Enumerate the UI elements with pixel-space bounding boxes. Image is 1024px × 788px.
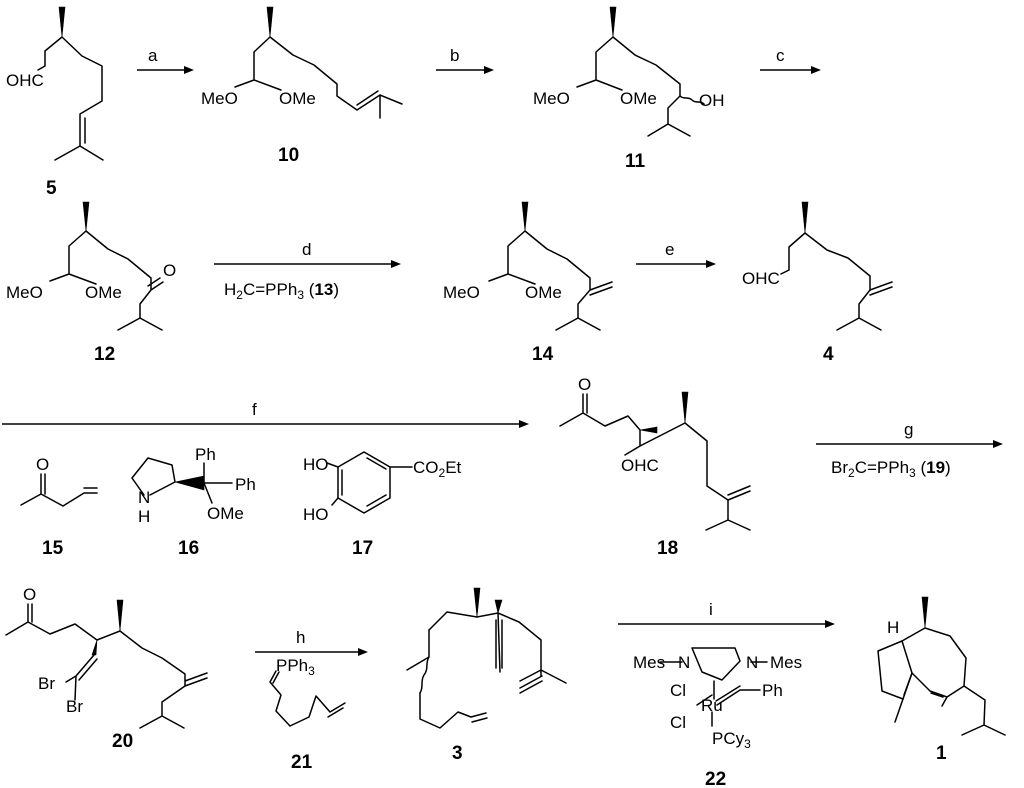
compound-4: OHC 4 <box>742 201 893 365</box>
ester-label: CO2Et <box>413 458 462 480</box>
compound-17: HO HO CO2Et 17 <box>303 451 462 559</box>
compound-number: 15 <box>42 538 64 559</box>
reagent-label: Br2C=PPh3 (19) <box>831 458 951 480</box>
nitrogen-label: N <box>746 653 758 672</box>
compound-number: 12 <box>94 344 115 365</box>
ylide-label: PPh3 <box>276 656 315 678</box>
methoxy-label: OMe <box>85 283 122 302</box>
step-label: g <box>904 420 913 439</box>
compound-number: 22 <box>705 769 726 788</box>
methoxy-label: MeO <box>533 89 570 108</box>
methoxy-label: MeO <box>6 283 43 302</box>
step-label: d <box>302 240 311 259</box>
phenyl-label: Ph <box>762 681 783 700</box>
compound-18: O OHC 18 <box>559 375 751 559</box>
amine-hydrogen-label: H <box>138 507 150 526</box>
step-label: h <box>296 628 305 647</box>
compound-number: 10 <box>278 145 299 166</box>
methoxy-label: MeO <box>201 89 238 108</box>
mesityl-label: Mes <box>770 653 802 672</box>
compound-number: 18 <box>657 538 678 559</box>
reaction-arrow-b: b <box>436 46 494 74</box>
reaction-arrow-e: e <box>636 240 716 268</box>
ketone-oxygen-label: O <box>36 455 49 474</box>
methoxy-label: OMe <box>279 89 316 108</box>
step-label: a <box>148 46 158 65</box>
reaction-arrow-h: h <box>255 628 368 656</box>
compound-21: PPh3 21 <box>269 656 346 773</box>
compound-12: O MeO OMe 12 <box>6 201 176 365</box>
reagent-label: H2C=PPh3 (13) <box>224 280 339 302</box>
reaction-arrow-i: i <box>618 600 835 628</box>
compound-number: 11 <box>625 151 646 172</box>
ketone-oxygen-label: O <box>578 375 591 394</box>
phenyl-label: Ph <box>195 445 216 464</box>
compound-number: 14 <box>532 344 554 365</box>
phosphine-label: PCy3 <box>712 729 751 751</box>
phenyl-label: Ph <box>235 475 256 494</box>
compound-number: 17 <box>352 538 373 559</box>
hydroxyl-label: HO <box>303 455 329 474</box>
methoxy-label: MeO <box>443 283 480 302</box>
compound-number: 21 <box>291 752 313 773</box>
chloride-label: Cl <box>670 681 686 700</box>
step-label: c <box>776 46 785 65</box>
compound-number: 16 <box>178 538 199 559</box>
aldehyde-label: OHC <box>742 269 780 288</box>
mesityl-label: Mes <box>633 653 665 672</box>
ketone-oxygen-label: O <box>163 261 176 280</box>
compound-number: 20 <box>112 731 133 752</box>
compound-number: 3 <box>452 743 463 764</box>
ketone-oxygen-label: O <box>23 585 36 604</box>
compound-number: 5 <box>46 178 57 199</box>
compound-11: MeO OMe OH 11 <box>533 6 725 172</box>
chloride-label: Cl <box>670 713 686 732</box>
compound-number: 4 <box>823 344 834 365</box>
compound-3: 3 <box>406 587 567 764</box>
amine-nitrogen-label: N <box>138 488 150 507</box>
reaction-arrow-c: c <box>760 46 821 74</box>
reaction-arrow-d: d H2C=PPh3 (13) <box>214 240 401 302</box>
methoxy-label: OMe <box>207 504 244 523</box>
methoxy-label: OMe <box>620 89 657 108</box>
compound-22: Mes N N Mes Cl Cl Ru Ph PCy3 22 <box>633 647 802 788</box>
compound-1: H 1 <box>877 596 1006 764</box>
bromine-label: Br <box>66 697 83 716</box>
compound-number: 1 <box>936 743 947 764</box>
bromine-label: Br <box>38 674 55 693</box>
hydroxyl-label: OH <box>699 91 725 110</box>
methoxy-label: OMe <box>525 283 562 302</box>
compound-10: MeO OMe 10 <box>201 6 403 166</box>
compound-14: MeO OMe 14 <box>443 201 613 365</box>
hydroxyl-label: HO <box>303 505 329 524</box>
compound-20: O Br Br 20 <box>5 585 208 752</box>
compound-15: O 15 <box>20 455 98 559</box>
reaction-arrow-g: g Br2C=PPh3 (19) <box>816 420 1003 480</box>
aldehyde-label: OHC <box>6 71 44 90</box>
step-label: f <box>252 400 257 419</box>
hydrogen-label: H <box>887 618 899 637</box>
compound-5: OHC 5 <box>6 6 104 199</box>
step-label: e <box>665 240 674 259</box>
reaction-arrow-a: a <box>137 46 194 74</box>
step-label: i <box>709 600 713 619</box>
aldehyde-label: OHC <box>621 456 659 475</box>
step-label: b <box>450 46 459 65</box>
reaction-arrow-f: f <box>2 400 529 428</box>
compound-16: N H Ph Ph OMe 16 <box>131 445 256 559</box>
nitrogen-label: N <box>678 653 690 672</box>
ruthenium-label: Ru <box>701 696 723 715</box>
